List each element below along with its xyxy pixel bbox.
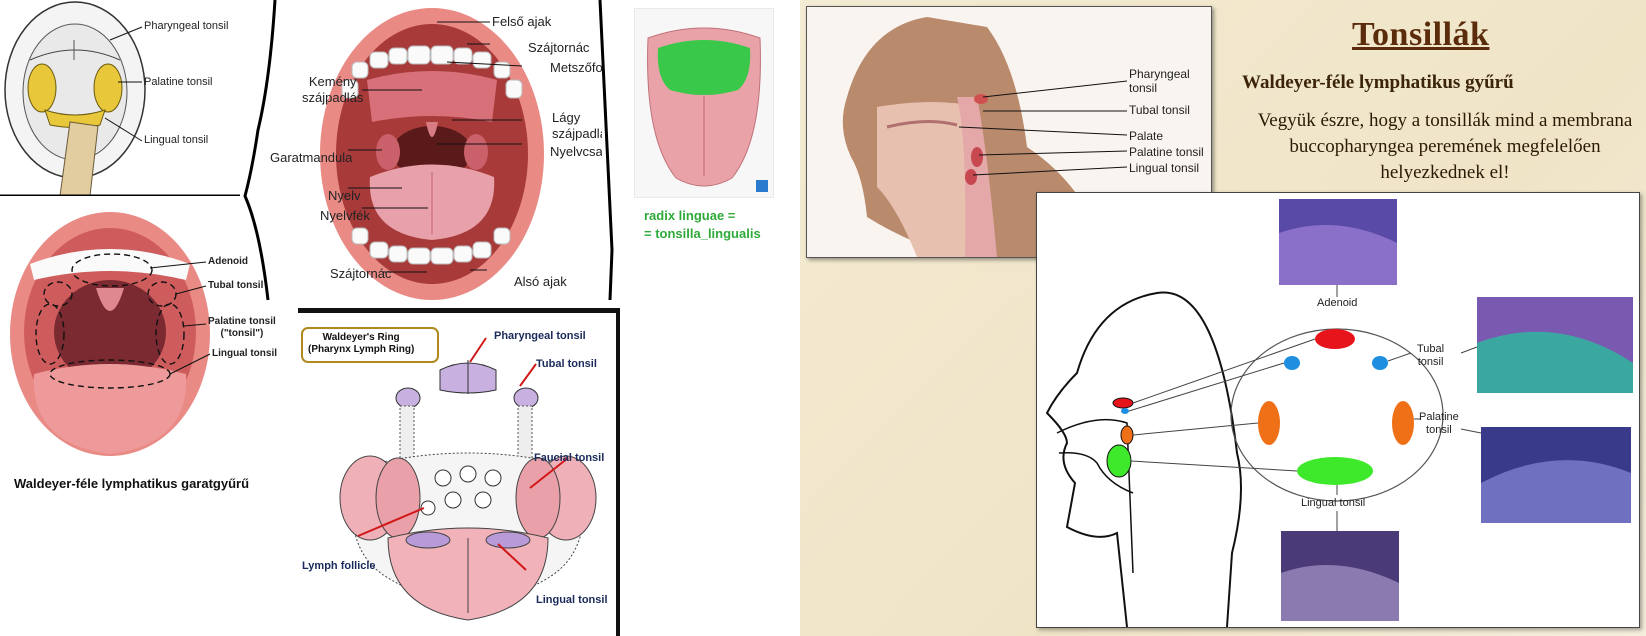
oral-sketch-illustration bbox=[0, 0, 255, 196]
label-hard-palate: Kemény szájpadlás bbox=[302, 74, 364, 105]
panel-waldeyer-ring: Waldeyer's Ring (Pharynx Lymph Ring) Pha… bbox=[298, 308, 620, 636]
open-mouth-illustration bbox=[320, 8, 544, 300]
label-ring-lingual-tonsil: Lingual tonsil bbox=[1301, 497, 1366, 509]
caption-waldeyer-garatgyuru: Waldeyer-féle lymphatikus garatgyűrű bbox=[14, 476, 250, 491]
label-upper-lip: Felső ajak bbox=[492, 14, 552, 29]
label-vestibule-bottom: Szájtornác bbox=[330, 266, 392, 281]
label-head-pharyngeal: Pharyngeal tonsil bbox=[1129, 67, 1190, 95]
label-ring-pharyngeal: Pharyngeal tonsil bbox=[494, 330, 586, 342]
label-head-lingual: Lingual tonsil bbox=[1129, 161, 1200, 175]
label-tongue: Nyelv bbox=[328, 188, 361, 203]
label-head-palate: Palate bbox=[1129, 129, 1164, 143]
label-incisor: Metszőfog bbox=[550, 60, 602, 75]
panel-tongue: radix linguae = = tonsilla_lingualis bbox=[634, 8, 774, 248]
panel-oral-sketch: Pharyngeal tonsil Palatine tonsil Lingua… bbox=[0, 0, 255, 196]
waldeyer-ring-illustration bbox=[298, 308, 620, 636]
label-waldeyer-ring-title: Waldeyer's Ring (Pharynx Lymph Ring) bbox=[308, 332, 415, 355]
label-palatine-tonsil: Palatine tonsil bbox=[144, 76, 213, 88]
tongue-illustration bbox=[634, 8, 774, 198]
divider-lines bbox=[243, 0, 614, 301]
label-ring-tubal-tonsil: Tubal tonsil bbox=[1417, 343, 1445, 368]
label-ring-faucial: Faucial tonsil bbox=[534, 452, 605, 464]
label-head-tubal: Tubal tonsil bbox=[1129, 103, 1190, 117]
label-tonsilla-lingualis: = tonsilla_lingualis bbox=[644, 226, 761, 241]
label-vestibule-top: Szájtornác bbox=[528, 40, 590, 55]
label-lingual-tonsil-dashed: Lingual tonsil bbox=[212, 348, 277, 359]
label-head-palatine: Palatine tonsil bbox=[1129, 145, 1204, 159]
slide-subtitle: Waldeyer-féle lymphatikus gyűrű bbox=[1242, 72, 1514, 93]
label-frenulum: Nyelvfék bbox=[320, 208, 370, 223]
ring-schematic-illustration bbox=[1045, 199, 1633, 627]
label-ring-adenoid: Adenoid bbox=[1317, 297, 1358, 309]
label-adenoid: Adenoid bbox=[208, 256, 248, 267]
ring-schematic-card: Adenoid Tubal tonsil Palatine tonsil Lin… bbox=[1036, 192, 1640, 628]
panel-dashed-mouth: Adenoid Tubal tonsil Palatine tonsil ("t… bbox=[0, 204, 290, 514]
label-ring-lingual: Lingual tonsil bbox=[536, 594, 608, 606]
slide-title: Tonsillák bbox=[1352, 16, 1490, 53]
label-uvula: Nyelvcsap bbox=[550, 144, 602, 159]
label-ring-tubal: Tubal tonsil bbox=[536, 358, 597, 370]
label-pharyngeal-tonsil: Pharyngeal tonsil bbox=[144, 20, 229, 32]
label-lower-lip: Alsó ajak bbox=[514, 274, 567, 289]
label-radix-linguae: radix linguae = bbox=[644, 208, 736, 223]
label-lingual-tonsil: Lingual tonsil bbox=[144, 134, 209, 146]
label-garatmandula: Garatmandula bbox=[270, 150, 353, 165]
label-tubal-tonsil: Tubal tonsil bbox=[208, 280, 264, 291]
label-soft-palate: Lágy szájpadlás bbox=[552, 110, 602, 141]
slide-body-text: Vegyük észre, hogy a tonsillák mind a me… bbox=[1257, 110, 1633, 183]
panel-open-mouth: Felső ajak Szájtornác Metszőfog Kemény s… bbox=[262, 2, 602, 308]
label-ring-lymph-follicle: Lymph follicle bbox=[302, 560, 376, 572]
label-palatine-tonsil-quoted: Palatine tonsil ("tonsil") bbox=[208, 316, 276, 339]
label-ring-palatine-tonsil: Palatine tonsil bbox=[1419, 411, 1459, 436]
dashed-mouth-illustration bbox=[10, 212, 211, 456]
